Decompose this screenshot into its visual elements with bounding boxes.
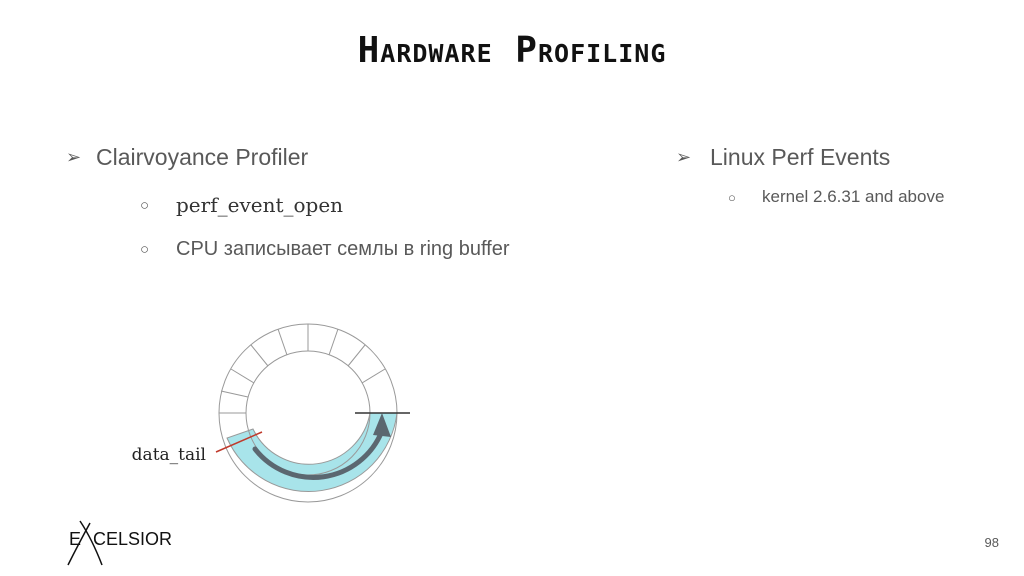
left-column: ➢ Clairvoyance Profiler ○ perf_event_ope… <box>66 140 510 264</box>
logo-x-slash-2 <box>79 520 103 566</box>
bullet-label: Linux Perf Events <box>710 143 891 170</box>
page-number: 98 <box>984 535 999 550</box>
progress-arrow <box>252 428 385 480</box>
ring-divider-lines <box>219 324 386 414</box>
right-column: ➢ Linux Perf Events ○ kernel 2.6.31 and … <box>676 140 944 212</box>
logo-letter-e: E <box>69 529 81 549</box>
sub-bullet-label: kernel 2.6.31 and above <box>762 187 945 206</box>
arrowhead-icon: ➢ <box>66 146 82 167</box>
excelsior-logo: E CELSIOR <box>67 520 172 566</box>
data-tail-marker <box>215 431 263 453</box>
bullet-clairvoyance: ➢ Clairvoyance Profiler <box>66 140 510 174</box>
ring-filled-segment <box>226 412 398 492</box>
arrowhead <box>373 413 391 437</box>
sub-bullet-kernel: ○ kernel 2.6.31 and above <box>728 182 944 212</box>
hollow-circle-icon: ○ <box>140 240 150 258</box>
logo-x-slash-1 <box>67 522 91 566</box>
data-tail-label: data_tail <box>132 445 206 465</box>
hollow-circle-icon: ○ <box>140 196 150 214</box>
sub-bullet-cpu-samples: ○ CPU записывает семлы в ring buffer <box>140 234 510 264</box>
hollow-circle-icon: ○ <box>728 189 736 205</box>
ring-buffer-diagram: data_tail <box>132 323 410 503</box>
logo-letter-rest: CELSIOR <box>93 529 172 549</box>
bullet-linux-perf: ➢ Linux Perf Events <box>676 140 944 174</box>
arrowhead-icon: ➢ <box>676 146 692 167</box>
sub-bullet-label: perf_event_open <box>176 193 344 217</box>
sub-bullet-label: CPU записывает семлы в ring buffer <box>176 237 510 260</box>
sub-bullet-perf-event-open: ○ perf_event_open <box>140 190 510 220</box>
slide-title: Hardware Profiling <box>357 30 667 71</box>
bullet-label: Clairvoyance Profiler <box>96 143 309 170</box>
